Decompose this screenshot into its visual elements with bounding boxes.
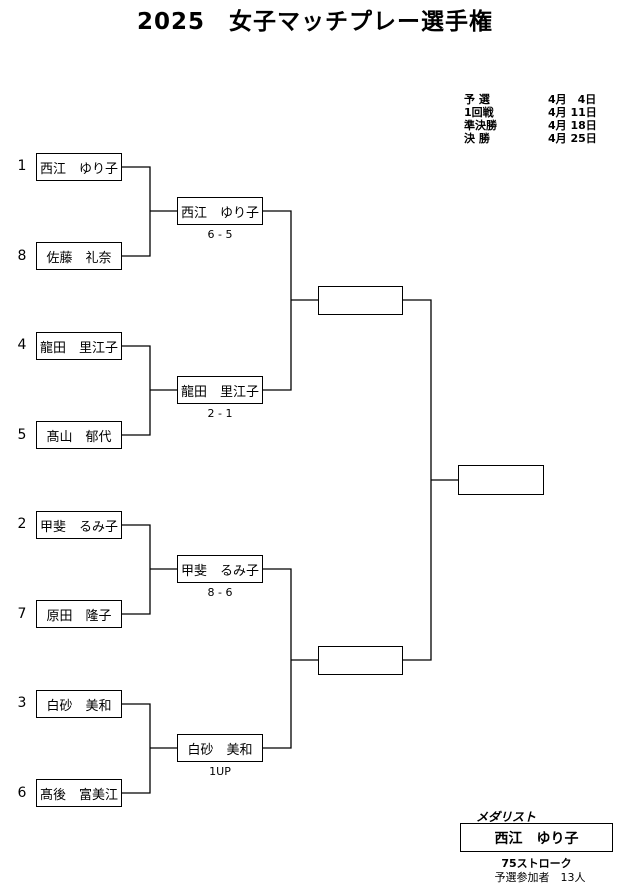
seed-number: 2 (17, 516, 27, 532)
quarterfinal-box: 西江 ゆり子 (177, 197, 263, 225)
player-box: 原田 隆子 (36, 600, 122, 628)
schedule-date: 4月 25日 (548, 132, 597, 145)
seed-number: 7 (17, 606, 27, 622)
participants-count: 予選参加者 13人 (494, 871, 586, 884)
match-score: 1UP (209, 765, 231, 778)
schedule-round: 決 勝 (464, 132, 490, 145)
seed-number: 3 (17, 695, 27, 711)
final-box (458, 465, 544, 495)
semifinal-box (318, 286, 403, 315)
player-name: 佐藤 礼奈 (46, 250, 112, 266)
player-box: 龍田 里江子 (36, 332, 122, 360)
schedule-round: 予 選 (464, 93, 490, 106)
schedule-date: 4月 11日 (548, 106, 597, 119)
seed-number: 6 (17, 785, 27, 801)
match-score: 8 - 6 (207, 586, 233, 599)
quarterfinal-box: 白砂 美和 (177, 734, 263, 762)
medalist-name: 西江 ゆり子 (494, 830, 579, 847)
player-box: 西江 ゆり子 (36, 153, 122, 181)
player-name: 髙後 富美江 (39, 787, 118, 803)
player-name: 原田 隆子 (46, 608, 112, 624)
player-name: 龍田 里江子 (39, 340, 118, 356)
winner-name: 白砂 美和 (187, 742, 253, 758)
medalist-score: 75ストローク (501, 857, 572, 870)
winner-name: 西江 ゆり子 (180, 205, 259, 221)
seed-number: 4 (17, 337, 27, 353)
schedule-date: 4月 18日 (548, 119, 597, 132)
schedule: 予 選 4月 4日 1回戦 4月 11日 準決勝 4月 18日 決 勝 4月 2… (464, 93, 614, 149)
player-box: 髙山 郁代 (36, 421, 122, 449)
player-box: 甲斐 るみ子 (36, 511, 122, 539)
player-box: 髙後 富美江 (36, 779, 122, 807)
player-box: 白砂 美和 (36, 690, 122, 718)
schedule-date: 4月 4日 (548, 93, 597, 106)
match-score: 2 - 1 (207, 407, 233, 420)
player-box: 佐藤 礼奈 (36, 242, 122, 270)
seed-number: 8 (17, 248, 27, 264)
quarterfinal-box: 甲斐 るみ子 (177, 555, 263, 583)
semifinal-box (318, 646, 403, 675)
medalist-label: メダリスト (476, 810, 537, 824)
page-title: 2025 女子マッチプレー選手権 (136, 9, 493, 35)
seed-number: 1 (17, 158, 27, 174)
winner-name: 甲斐 るみ子 (180, 563, 259, 579)
medalist-box: 西江 ゆり子 (460, 823, 613, 852)
schedule-round: 準決勝 (464, 119, 497, 132)
winner-name: 龍田 里江子 (180, 384, 259, 400)
player-name: 甲斐 るみ子 (39, 519, 118, 535)
quarterfinal-box: 龍田 里江子 (177, 376, 263, 404)
player-name: 西江 ゆり子 (39, 161, 118, 177)
schedule-round: 1回戦 (464, 106, 494, 119)
player-name: 白砂 美和 (46, 698, 112, 714)
seed-number: 5 (17, 427, 27, 443)
player-name: 髙山 郁代 (46, 429, 112, 445)
match-score: 6 - 5 (207, 228, 233, 241)
